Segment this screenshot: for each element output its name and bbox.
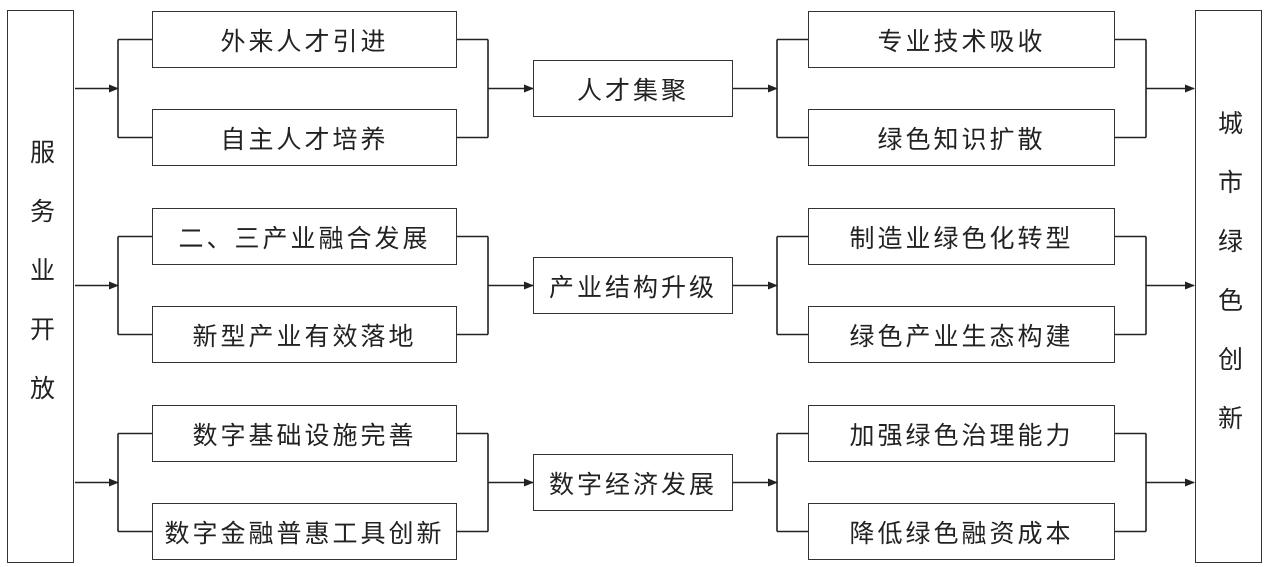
output-box: 绿色知识扩散 (808, 109, 1115, 166)
mechanism-box: 数字经济发展 (533, 454, 733, 511)
mechanism-box: 产业结构升级 (533, 257, 733, 314)
left-factor-box: 服务业开放 (7, 10, 74, 563)
left-factor-label: 服务业开放 (26, 139, 56, 434)
input-box: 数字基础设施完善 (152, 405, 457, 462)
output-box: 绿色产业生态构建 (808, 306, 1115, 363)
mechanism-box: 人才集聚 (533, 60, 733, 117)
input-box: 外来人才引进 (152, 11, 457, 68)
right-outcome-label: 城市绿色创新 (1214, 109, 1244, 464)
output-box: 专业技术吸收 (808, 11, 1115, 68)
right-outcome-box: 城市绿色创新 (1195, 10, 1262, 563)
input-box: 自主人才培养 (152, 109, 457, 166)
output-box: 降低绿色融资成本 (808, 503, 1115, 560)
input-box: 二、三产业融合发展 (152, 208, 457, 265)
input-box: 新型产业有效落地 (152, 306, 457, 363)
output-box: 加强绿色治理能力 (808, 405, 1115, 462)
input-box: 数字金融普惠工具创新 (152, 503, 457, 560)
output-box: 制造业绿色化转型 (808, 208, 1115, 265)
